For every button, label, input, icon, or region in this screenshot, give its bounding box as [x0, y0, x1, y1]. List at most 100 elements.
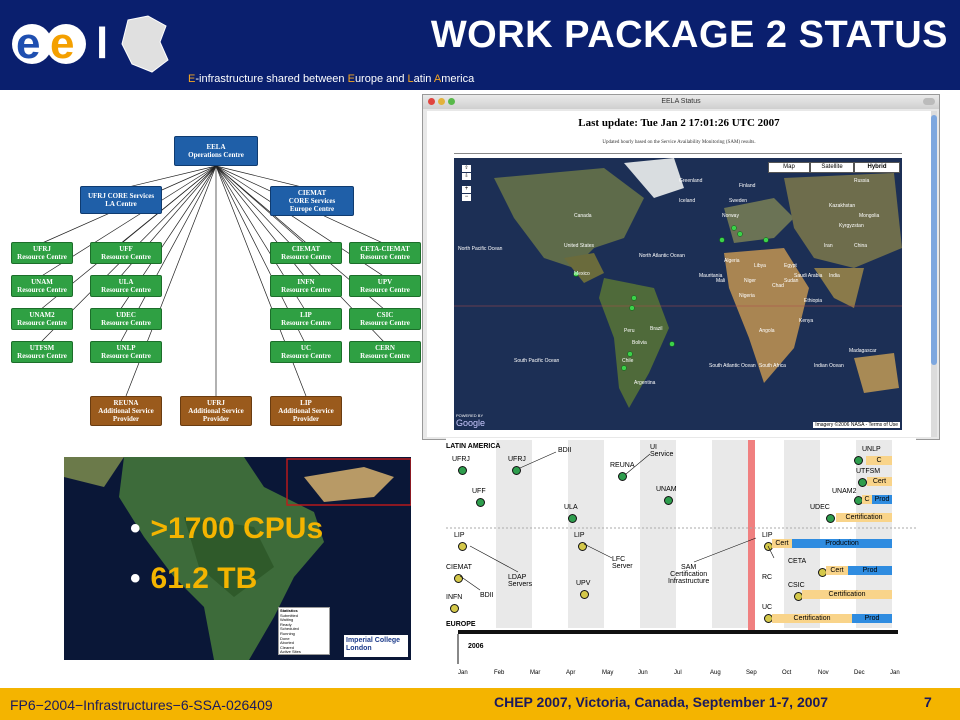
site-label: CIEMAT	[446, 564, 472, 571]
map-place-label: Iceland	[679, 198, 696, 204]
site-label: CETA	[788, 558, 807, 565]
svg-text:e: e	[50, 19, 74, 68]
map-place-label: Russia	[854, 178, 870, 184]
status-bar: Prod	[848, 566, 892, 575]
page-title: WORK PACKAGE 2 STATUS	[430, 14, 948, 56]
node-resource-centre: CERN Resource Centre	[349, 341, 421, 363]
node-resource-centre: UDEC Resource Centre	[90, 308, 162, 330]
service-label: LDAP Servers	[508, 574, 533, 588]
site-label: UPV	[576, 580, 591, 587]
map-pan-zoom-control[interactable]: ⇧ ⇩ + −	[460, 164, 474, 224]
header-bar: e e l WORK PACKAGE 2 STATUS E-infrastruc…	[0, 0, 960, 90]
statistics-row: Scheduled	[280, 626, 299, 632]
timeline-month-label: Feb	[494, 670, 505, 676]
map-place-label: Chile	[622, 358, 634, 364]
node-resource-centre: ULA Resource Centre	[90, 275, 162, 297]
node-resource-centre: CIEMAT Resource Centre	[270, 242, 342, 264]
map-place-label: Norway	[722, 213, 739, 219]
timeline-month-label: Apr	[566, 670, 576, 676]
site-label: REUNA	[610, 462, 635, 469]
project-code: FP6−2004−Infrastructures−6-SSA-026409	[10, 697, 273, 713]
map-place-label: Libya	[754, 263, 766, 269]
svg-text:l: l	[96, 19, 108, 68]
pan-down-button[interactable]: ⇩	[462, 173, 471, 180]
statistics-row: Running	[280, 630, 295, 636]
map-place-label: Greenland	[679, 178, 703, 184]
node-operations-centre: EELA Operations Centre	[174, 136, 258, 166]
site-marker	[512, 466, 521, 475]
map-type-hybrid-button[interactable]: Hybrid	[854, 162, 900, 173]
status-bar: Production	[792, 539, 892, 548]
event-name: CHEP 2007, Victoria, Canada, September 1…	[494, 694, 829, 710]
status-bar: C	[862, 495, 872, 504]
site-marker	[664, 496, 673, 505]
zoom-in-button[interactable]: +	[462, 186, 471, 193]
status-bar: Prod	[852, 614, 892, 623]
bullet-storage: •61.2 TB	[130, 562, 258, 595]
timeline-annotations	[459, 451, 775, 591]
page-number: 7	[924, 694, 932, 710]
map-place-label: Madagascar	[849, 348, 877, 354]
timeline-month-label: Aug	[710, 670, 721, 676]
status-bar: Cert	[867, 477, 892, 486]
timeline-month-label: Jul	[674, 670, 682, 676]
timeline-month-label: Oct	[782, 670, 792, 676]
site-label: RC	[762, 574, 773, 581]
map-type-satellite-button[interactable]: Satellite	[810, 162, 854, 173]
status-bar: C	[866, 456, 892, 465]
status-bar: Certification	[836, 513, 892, 522]
south-america-imagery	[64, 457, 411, 660]
map-place-label: Canada	[574, 213, 592, 219]
site-marker	[858, 478, 867, 487]
svg-text:e: e	[16, 19, 40, 68]
map-place-label: Kenya	[799, 318, 814, 324]
map-place-label: Kyrgyzstan	[839, 223, 864, 229]
node-resource-centre: LIP Resource Centre	[270, 308, 342, 330]
close-window-button[interactable]	[428, 98, 435, 105]
map-place-label: Argentina	[634, 380, 656, 386]
world-map-imagery	[454, 158, 902, 430]
map-place-label: Peru	[624, 328, 635, 334]
map-place-label: North Atlantic Ocean	[639, 253, 685, 259]
status-browser-window: EELA Status Last update: Tue Jan 2 17:01…	[422, 94, 940, 440]
statistics-row: Aborted	[280, 640, 295, 646]
toolbar-toggle-button[interactable]	[923, 98, 935, 105]
statistics-row: Active Sites	[280, 649, 301, 655]
map-place-label: Indian Ocean	[814, 363, 844, 369]
status-bar: Cert	[772, 539, 792, 548]
site-marker	[568, 514, 577, 523]
statistics-row: Cleared	[280, 644, 295, 650]
map-place-label: Finland	[739, 183, 756, 189]
site-label: UNAM2	[832, 488, 857, 495]
zoom-window-button[interactable]	[448, 98, 455, 105]
site-label: UNLP	[862, 446, 881, 453]
statistics-row: Submitted	[280, 612, 299, 618]
site-marker	[580, 590, 589, 599]
map-place-label: Bolivia	[632, 340, 647, 346]
zoom-out-button[interactable]: −	[462, 194, 471, 201]
site-marker	[826, 514, 835, 523]
node-service-provider: UFRJ Additional Service Provider	[180, 396, 252, 426]
map-place-label: North Pacific Ocean	[458, 246, 503, 252]
map-place-label: Ethiopia	[804, 298, 823, 304]
org-chart: EELA Operations Centre UFRJ CORE Service…	[0, 94, 421, 434]
map-place-label: Angola	[759, 328, 775, 334]
eela-logo: e e l	[12, 15, 169, 73]
minimize-window-button[interactable]	[438, 98, 445, 105]
region-latin-america: LATIN AMERICA	[446, 443, 501, 450]
map-place-label: Mali	[716, 278, 726, 284]
node-resource-centre: UFRJ Resource Centre	[11, 242, 73, 264]
site-label: UDEC	[810, 504, 830, 511]
service-label: LFC Server	[612, 556, 633, 570]
statistics-row: Waiting	[280, 617, 294, 623]
pan-up-button[interactable]: ⇧	[462, 165, 471, 172]
scrollbar-thumb[interactable]	[931, 115, 937, 365]
summary-bullets: •>1700 CPUs •61.2 TB	[130, 512, 323, 612]
vertical-scrollbar[interactable]	[931, 111, 937, 437]
site-label: UTFSM	[856, 468, 881, 475]
site-marker	[578, 542, 587, 551]
statistics-row: Done	[280, 635, 290, 641]
map-type-map-button[interactable]: Map	[768, 162, 810, 173]
